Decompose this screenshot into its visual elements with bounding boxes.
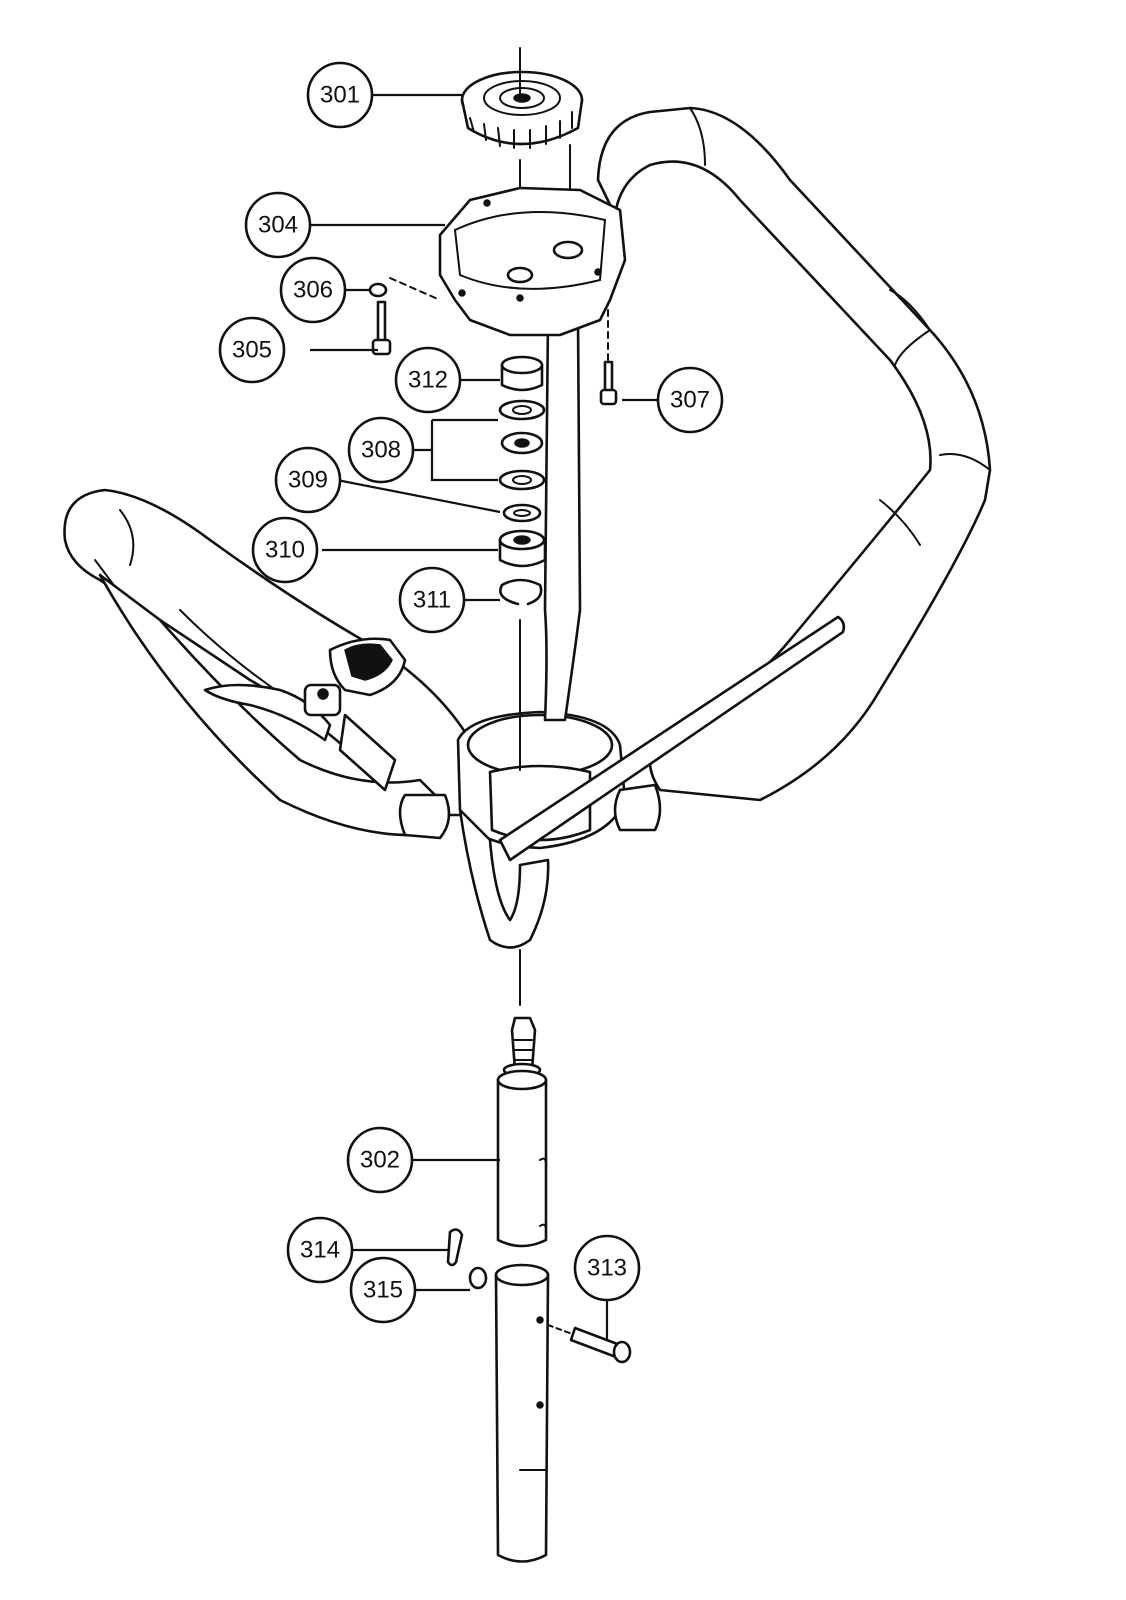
callout-301: 301 — [306, 61, 374, 129]
part-312-bearing — [500, 355, 544, 392]
part-307-bolt — [599, 309, 618, 406]
callout-304: 304 — [244, 191, 312, 259]
callout-310: 310 — [251, 516, 319, 584]
callout-305: 305 — [218, 316, 286, 384]
part-301-gear — [460, 47, 584, 149]
callout-308-label: 308 — [361, 437, 401, 464]
callout-312-label: 312 — [408, 367, 448, 394]
part-315-washer — [468, 1266, 488, 1290]
callout-306-label: 306 — [293, 277, 333, 304]
part-306-washer — [368, 282, 388, 298]
callout-310-label: 310 — [265, 537, 305, 564]
callout-311: 311 — [398, 566, 466, 634]
callout-311-label: 311 — [413, 587, 451, 614]
part-304-gear-case — [438, 186, 627, 337]
part-308-washer-upper — [498, 399, 546, 421]
part-314-clip — [446, 1228, 464, 1267]
part-310-bearing — [498, 529, 547, 568]
callout-314: 314 — [286, 1216, 354, 1284]
callout-308: 308 — [347, 416, 415, 484]
part-311-snap-ring — [499, 578, 543, 606]
callout-314-label: 314 — [300, 1237, 340, 1264]
part-313-tube — [494, 1263, 550, 1563]
callout-305-label: 305 — [232, 337, 272, 364]
part-308-thrust-bearing — [500, 431, 544, 455]
callout-313-label: 313 — [587, 1255, 627, 1282]
callout-306: 306 — [279, 256, 347, 324]
callout-307-label: 307 — [670, 387, 710, 414]
part-302-shaft — [496, 1016, 548, 1248]
part-309-washer — [502, 503, 542, 523]
part-313-pin — [547, 1324, 632, 1364]
callout-309-label: 309 — [288, 467, 328, 494]
part-308-washer-lower — [498, 469, 546, 491]
callout-309: 309 — [274, 446, 342, 514]
callout-315-label: 315 — [363, 1277, 403, 1304]
callout-313: 313 — [573, 1234, 641, 1302]
callout-301-label: 301 — [320, 82, 360, 109]
callout-315: 315 — [349, 1256, 417, 1324]
callout-304-label: 304 — [258, 212, 298, 239]
handlebar-frame — [63, 106, 992, 949]
callout-312: 312 — [394, 346, 462, 414]
gearbox-group — [368, 47, 627, 771]
part-305-bolt — [371, 300, 392, 356]
callout-307: 307 — [656, 366, 724, 434]
callout-302-label: 302 — [360, 1147, 400, 1174]
callout-302: 302 — [346, 1126, 414, 1194]
